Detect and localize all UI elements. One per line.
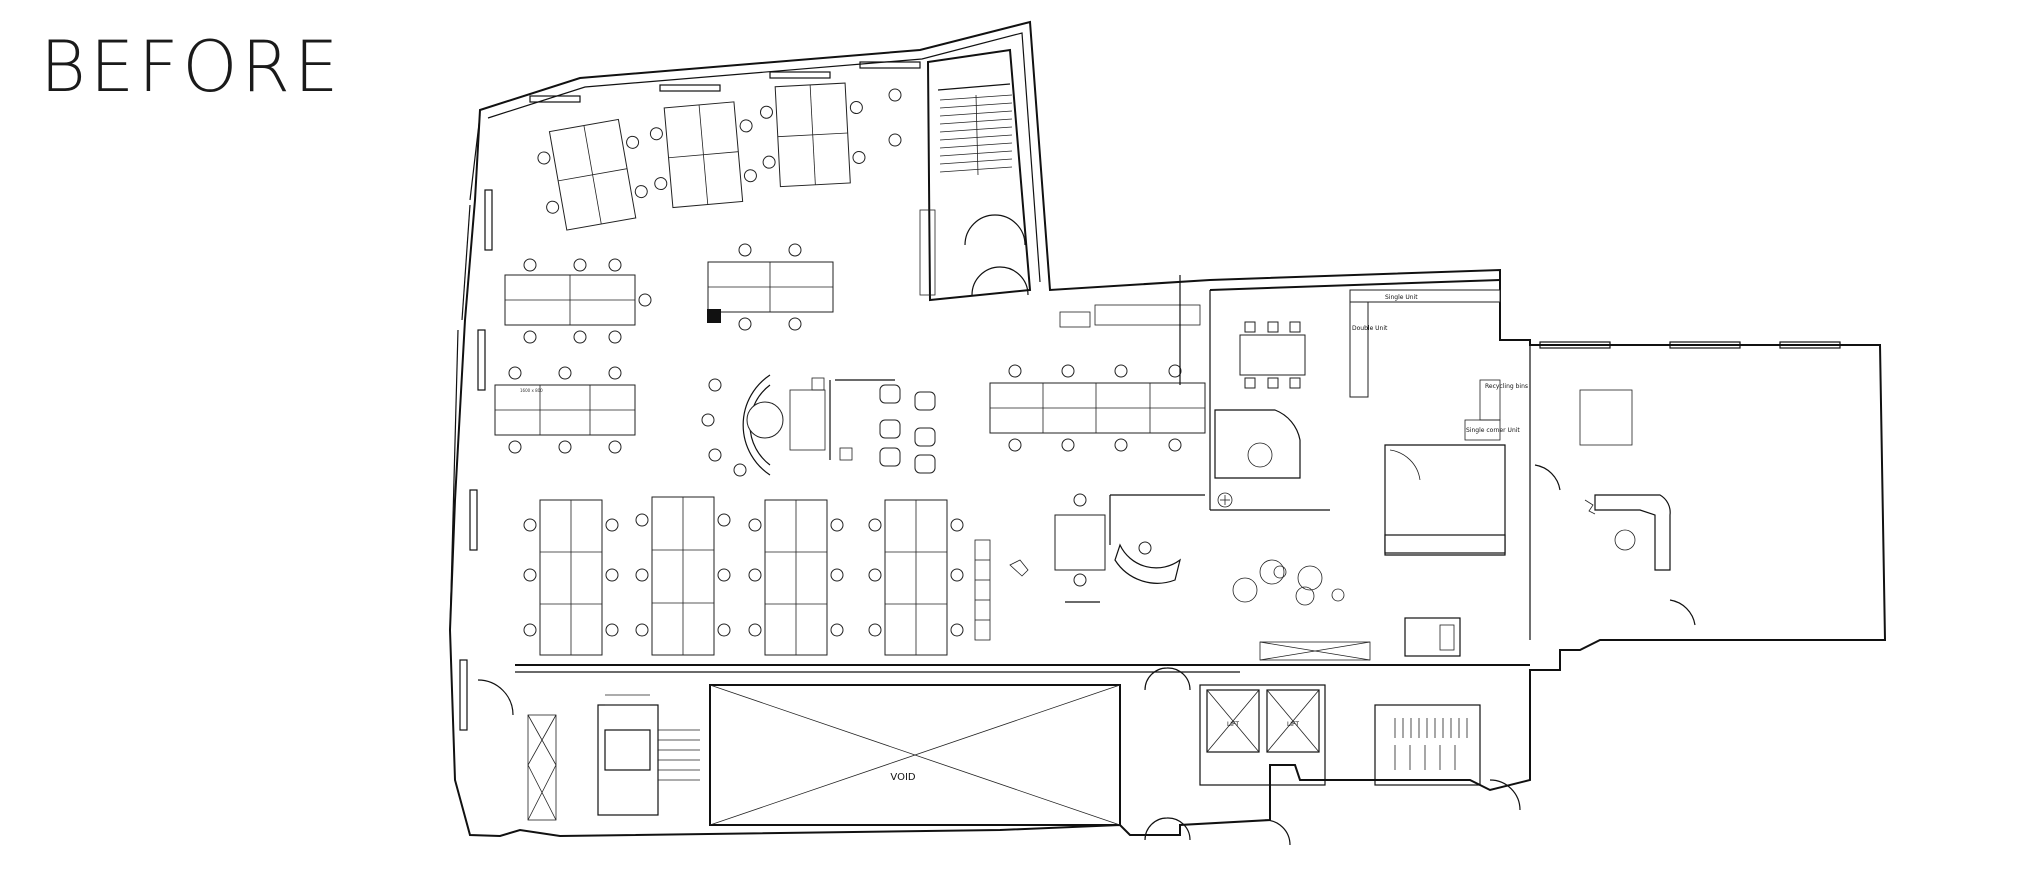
desk-row-center-right bbox=[989, 275, 1206, 452]
top-stair-core bbox=[919, 48, 1032, 302]
recycling-bins-label: Recycling bins bbox=[1485, 383, 1528, 390]
lift-1-label: LIFT bbox=[1227, 721, 1239, 728]
desk-dimension: 1600 x 800 bbox=[520, 388, 543, 393]
void-label: VOID bbox=[890, 772, 915, 783]
lounge-chairs bbox=[879, 384, 936, 474]
bottom-core: VOID LIFT LIFT bbox=[477, 617, 1530, 846]
single-corner-unit-label: Single corner Unit bbox=[1466, 427, 1520, 434]
single-unit-label: Single Unit bbox=[1385, 294, 1418, 301]
kitchen-area: Single Unit Double Unit Recycling bins S… bbox=[1209, 279, 1528, 556]
page-title: BEFORE bbox=[40, 26, 343, 108]
round-meeting-pod bbox=[701, 374, 936, 477]
double-unit-label: Double Unit bbox=[1352, 325, 1388, 332]
breakout-area bbox=[1232, 559, 1345, 606]
reception bbox=[1009, 493, 1205, 603]
lift-2-label: LIFT bbox=[1287, 721, 1299, 728]
desk-clusters-top bbox=[537, 82, 902, 231]
desk-blocks-lower bbox=[523, 496, 991, 656]
annex-room bbox=[1529, 345, 1696, 640]
desk-clusters-mid: 1600 x 800 bbox=[494, 243, 834, 454]
